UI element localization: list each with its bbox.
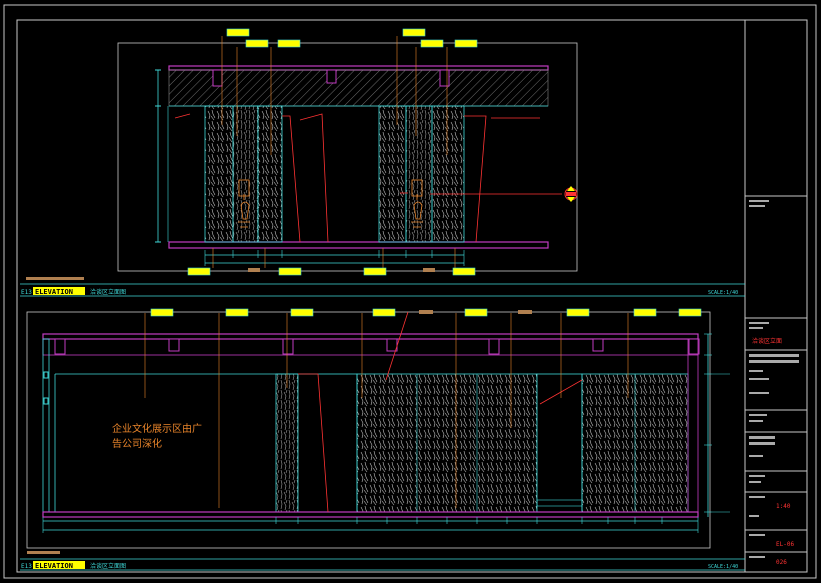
page-number: 026	[776, 559, 787, 566]
top-elevation-scale: SCALE:1/40	[708, 290, 738, 296]
top-elevation-label-bar	[20, 277, 745, 297]
drawing-name: 洽谈区立面	[752, 337, 782, 345]
bottom-elevation-note-line-1: 企业文化展示区由广	[112, 422, 202, 435]
bottom-elevation-note-line-2: 告公司深化	[112, 437, 162, 450]
bottom-elevation-title: 洽谈区立面图	[90, 562, 126, 570]
sheet-number: EL-06	[776, 541, 794, 548]
bottom-elevation-label-bar	[20, 551, 745, 571]
bottom-elevation-scale: SCALE:1/40	[708, 564, 738, 570]
top-elevation-number: E13	[21, 289, 32, 296]
bottom-elevation-drawing	[26, 308, 730, 549]
bottom-elevation-number: E13	[21, 563, 32, 570]
scale-value: 1:40	[776, 503, 791, 510]
top-elevation-title: 洽谈区立面图	[90, 288, 126, 296]
bottom-elevation-tag: ELEVATION	[35, 562, 73, 570]
top-elevation-drawing	[117, 28, 578, 276]
top-elevation-tag: ELEVATION	[35, 288, 73, 296]
title-block	[744, 19, 808, 573]
